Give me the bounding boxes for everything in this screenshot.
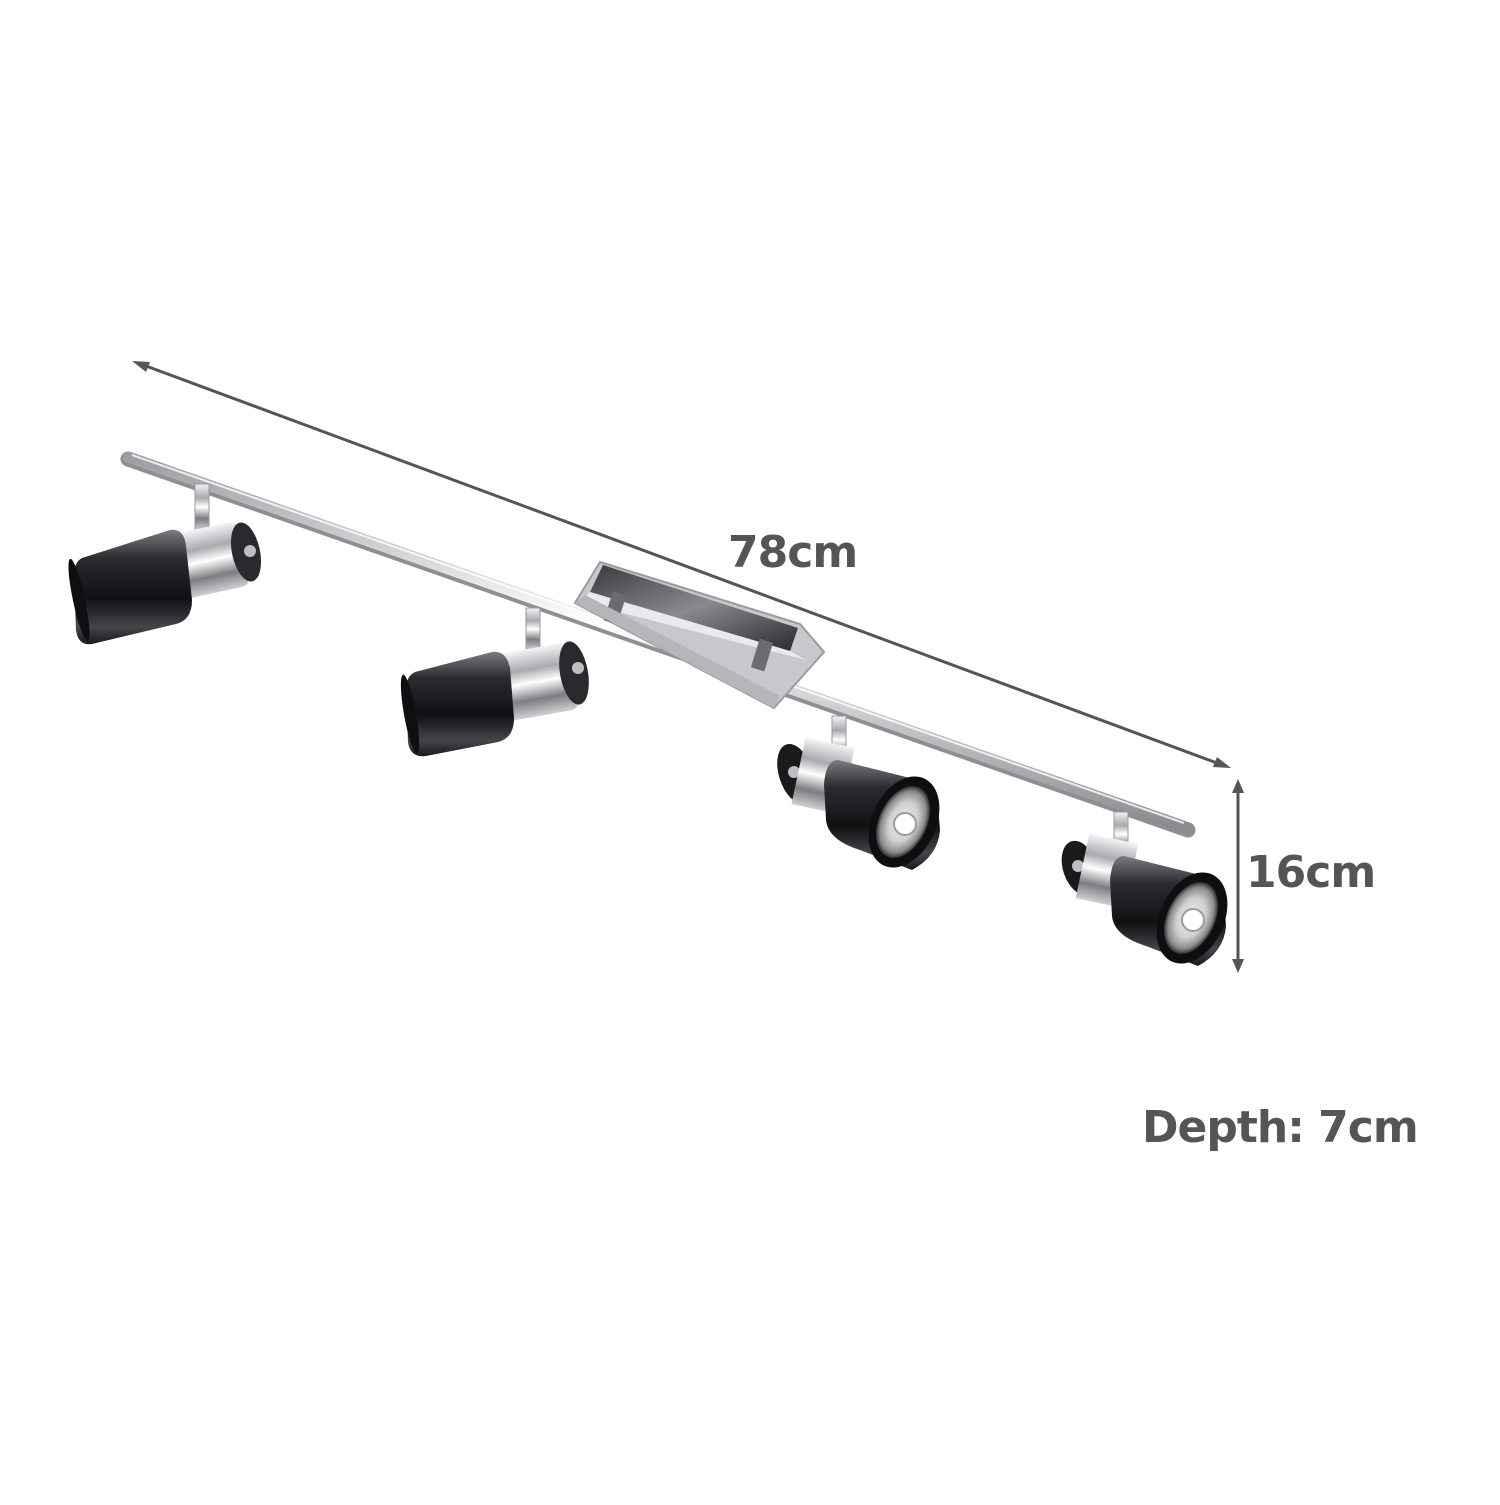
height-dimension-line — [1232, 779, 1244, 973]
arrowhead-left-icon — [132, 361, 150, 372]
arrowhead-right-icon — [1213, 757, 1231, 768]
width-label: 78cm — [728, 527, 858, 578]
width-dimension-line — [132, 361, 1231, 768]
depth-label: Depth: 7cm — [1142, 1102, 1419, 1153]
spotlight-1 — [68, 483, 262, 645]
arrowhead-top-icon — [1232, 779, 1244, 793]
spotlight-3 — [777, 715, 940, 870]
arrowhead-bottom-icon — [1232, 959, 1244, 973]
spotlight-4 — [1061, 811, 1228, 966]
mounting-plate — [573, 560, 826, 710]
height-label: 16cm — [1246, 847, 1376, 898]
spotlight-2 — [400, 607, 589, 757]
